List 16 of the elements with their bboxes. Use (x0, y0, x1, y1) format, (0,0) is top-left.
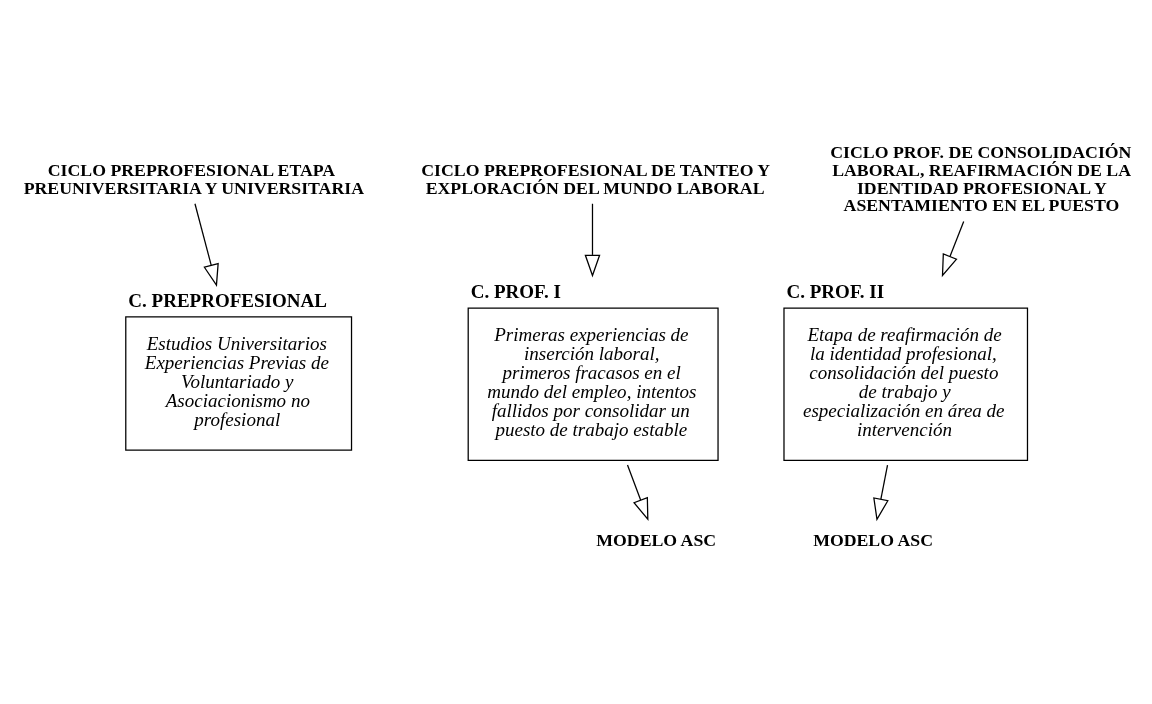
arrow (626, 463, 649, 521)
arrow (194, 202, 219, 287)
node-text: MODELO ASC (813, 529, 933, 550)
node-box: Primeras experiencias de inserción laboral, primeros fracasos en el mundo del empleo, intentos fallidos por consolidar un puesto de trabajo estable (467, 306, 719, 461)
node-box: Etapa de reafirmación de la identidad profesional, consolidación del puesto de trabajo y especialización en área de intervención (783, 306, 1029, 461)
node-text: CICLO PREPROFESIONAL ETAPA PREUNIVERSITARIA Y UNIVERSITARIA (23, 159, 364, 198)
node-label: C. PREPROFESIONAL (128, 289, 327, 311)
arrow (873, 463, 889, 521)
node-box: Estudios Universitarios Experiencias Previas de Voluntariado y Asociacionismo no profesional (125, 315, 353, 451)
arrow (584, 202, 601, 277)
node-text: CICLO PROF. DE CONSOLIDACIÓN LABORAL, REAFIRMACIÓN DE LA IDENTIDAD PROFESIONAL Y ASENTAMIENTO EN EL PUESTO (830, 141, 1132, 215)
node-text: CICLO PREPROFESIONAL DE TANTEO Y EXPLORACIÓN DEL MUNDO LABORAL (421, 159, 771, 198)
node-text: MODELO ASC (596, 529, 717, 550)
node-label: C. PROF. I (470, 280, 561, 302)
node-label: C. PROF. II (786, 280, 885, 302)
arrow (941, 220, 965, 277)
